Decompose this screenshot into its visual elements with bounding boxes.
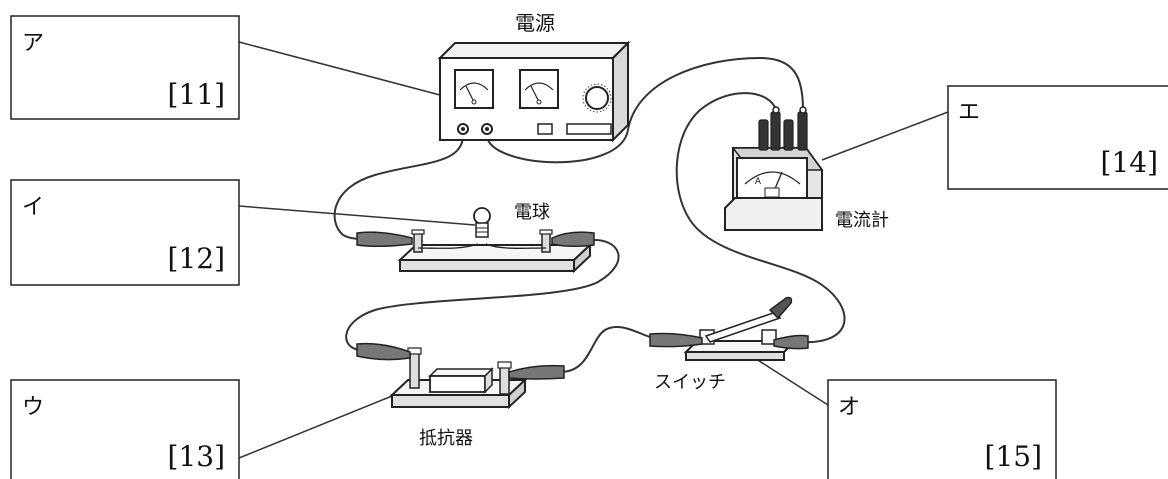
- wire-ammeter-to-switch: [675, 92, 846, 344]
- ammeter-unit: A: [755, 177, 762, 187]
- power-panel: [566, 123, 612, 135]
- wire-power-to-ammeter: [486, 56, 804, 164]
- leader-e: [821, 111, 949, 161]
- wire-resistor-to-switch: [559, 326, 656, 373]
- power-knob: [585, 86, 609, 110]
- power-supply: [437, 40, 631, 143]
- clip-resistor-right: [508, 364, 565, 380]
- bulb-board: [397, 207, 593, 274]
- bulb-base: [475, 222, 489, 238]
- wire-bulb-to-resistor: [345, 238, 620, 351]
- answer-box-e-kana: エ: [958, 100, 980, 125]
- bulb-glass: [473, 207, 491, 225]
- ammeter-terminals: [758, 111, 808, 151]
- power-supply-top: [437, 42, 631, 59]
- resistor-board: [389, 347, 528, 410]
- power-switch: [537, 123, 553, 135]
- answer-box-a-number: [11]: [168, 78, 225, 111]
- label-bulb: 電球: [514, 202, 550, 223]
- label-ammeter: 電流計: [835, 210, 889, 231]
- clip-bulb-right: [551, 231, 595, 248]
- label-switch: スイッチ: [654, 372, 726, 393]
- switch-blade: [704, 311, 782, 343]
- clip-bulb-left: [356, 231, 413, 248]
- ammeter-base: [724, 197, 823, 231]
- clip-switch-left: [649, 332, 703, 348]
- wire-power-to-bulb: [333, 135, 464, 240]
- clip-switch-right: [773, 334, 809, 350]
- leader-u: [238, 395, 393, 459]
- clip-resistor-left: [356, 342, 411, 361]
- label-power-supply: 電源: [515, 11, 555, 35]
- answer-box-e: エ [14]: [947, 85, 1168, 190]
- power-supply-side: [612, 40, 629, 143]
- answer-box-e-number: [14]: [1101, 146, 1158, 179]
- leader-i: [238, 205, 476, 226]
- wires: [333, 56, 846, 373]
- answer-box-u-number: [13]: [168, 440, 225, 473]
- answer-box-a-kana: ア: [22, 31, 44, 56]
- answer-box-i-kana: イ: [22, 195, 44, 220]
- answer-box-o-kana: オ: [838, 395, 860, 420]
- answer-box-o: オ [15]: [827, 379, 1057, 479]
- answer-box-u-kana: ウ: [22, 395, 44, 420]
- resistor-block: [429, 375, 486, 393]
- answer-box-u: ウ [13]: [10, 379, 240, 479]
- switch-handle: [768, 296, 793, 320]
- answer-box-a: ア [11]: [10, 15, 240, 120]
- knife-switch: [683, 296, 798, 361]
- answer-box-o-number: [15]: [985, 440, 1042, 473]
- alligator-clips: [356, 231, 809, 380]
- answer-box-i: イ [12]: [10, 179, 240, 286]
- leader-a: [238, 41, 441, 96]
- answer-box-i-number: [12]: [168, 242, 225, 275]
- ammeter: A: [724, 106, 824, 231]
- label-resistor: 抵抗器: [419, 428, 473, 449]
